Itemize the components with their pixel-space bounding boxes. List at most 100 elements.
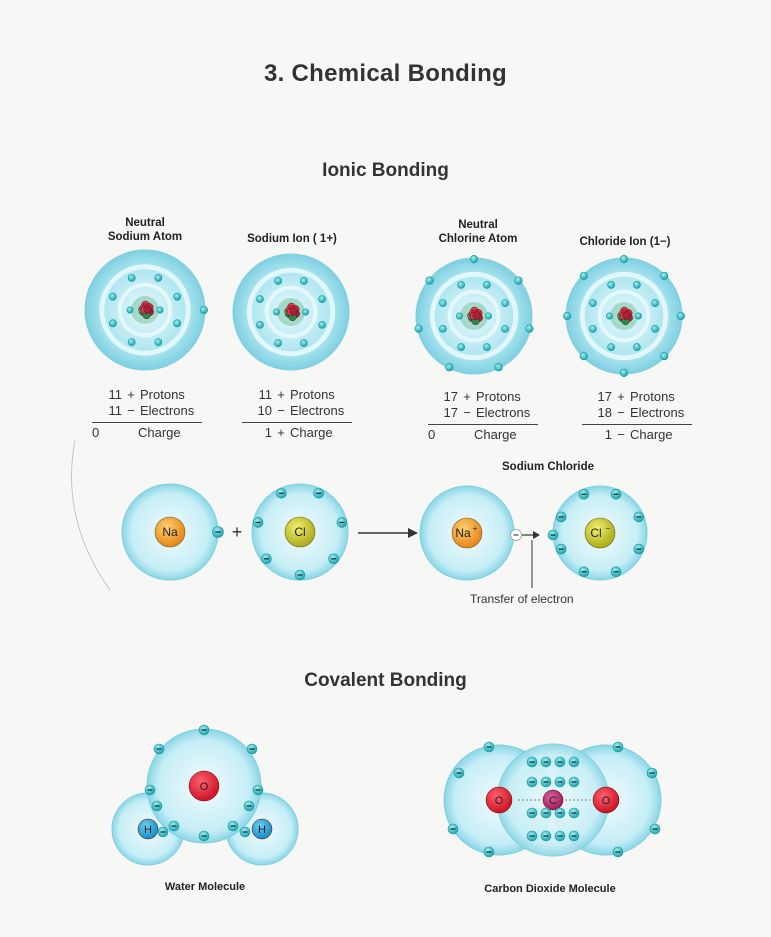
shell-ring bbox=[246, 267, 336, 357]
electron bbox=[272, 308, 280, 316]
ion-core bbox=[154, 516, 186, 548]
electron bbox=[619, 255, 629, 264]
stats-chloride-ion: 17+Protons 18−Electrons 1−Charge bbox=[582, 389, 692, 443]
electron bbox=[301, 308, 309, 316]
electron bbox=[173, 319, 182, 328]
electron bbox=[610, 488, 622, 500]
ion-charge: + bbox=[473, 524, 478, 533]
electron bbox=[318, 320, 326, 329]
electron bbox=[589, 324, 597, 333]
chlorine-atom-reaction: Cl bbox=[251, 483, 349, 581]
electron bbox=[153, 743, 165, 755]
atom-label-chloride-ion: Chloride Ion (1−) bbox=[579, 236, 671, 248]
electron bbox=[579, 352, 588, 361]
electron bbox=[555, 511, 567, 523]
electron bbox=[328, 553, 339, 565]
atom-model bbox=[232, 253, 350, 371]
electron bbox=[108, 319, 117, 328]
element-symbol: O bbox=[495, 795, 504, 807]
element-symbol: O bbox=[200, 781, 209, 793]
electron bbox=[540, 756, 552, 768]
electron bbox=[173, 292, 182, 301]
electron bbox=[154, 273, 163, 282]
shell-ring bbox=[429, 271, 519, 361]
electron bbox=[579, 271, 588, 280]
ion-core bbox=[584, 517, 616, 549]
nucleus bbox=[460, 302, 488, 330]
electron bbox=[578, 566, 590, 578]
plus-sign: + bbox=[232, 522, 243, 542]
electron bbox=[547, 529, 559, 541]
electron bbox=[607, 281, 616, 289]
margin-curve bbox=[71, 439, 111, 591]
element-symbol: Cl bbox=[590, 526, 601, 540]
electron bbox=[439, 324, 447, 333]
water-molecule-caption: Water Molecule bbox=[164, 881, 246, 893]
ion-charge: − bbox=[606, 524, 611, 533]
electron bbox=[568, 756, 580, 768]
electron bbox=[274, 277, 283, 285]
electron bbox=[612, 741, 624, 753]
electron bbox=[607, 343, 616, 351]
carbon-atom: C bbox=[542, 789, 564, 811]
element-symbol: O bbox=[602, 795, 611, 807]
stats-sodium-ion: 11+Protons 10−Electrons 1+Charge bbox=[242, 387, 352, 441]
electron bbox=[318, 295, 326, 304]
element-symbol: Na bbox=[162, 525, 178, 539]
covalent-bonding-heading: Covalent Bonding bbox=[304, 670, 467, 691]
electron bbox=[633, 543, 645, 555]
electron bbox=[484, 312, 492, 320]
oxygen-atom-left: O bbox=[485, 786, 513, 814]
electron bbox=[151, 800, 163, 812]
nucleus bbox=[131, 296, 159, 324]
electron bbox=[554, 776, 566, 788]
electron bbox=[299, 339, 308, 347]
electron bbox=[439, 299, 447, 308]
electron bbox=[168, 820, 180, 832]
electron bbox=[252, 784, 264, 796]
electron bbox=[605, 312, 613, 320]
electron bbox=[156, 306, 164, 314]
sodium-ion-reaction: Na+ bbox=[419, 485, 515, 581]
hydrogen-atom-right: H bbox=[251, 818, 273, 840]
reaction-arrowhead bbox=[408, 528, 418, 538]
electron bbox=[256, 295, 264, 304]
element-symbol: Cl bbox=[294, 525, 305, 539]
shell-ring bbox=[99, 264, 191, 356]
electron bbox=[453, 767, 465, 779]
sodium-atom-reaction: Na bbox=[121, 483, 219, 581]
electron bbox=[525, 324, 534, 333]
electron bbox=[108, 292, 117, 301]
transfer-arrowhead bbox=[533, 531, 540, 539]
covalent-layer: O H H O C O bbox=[111, 724, 662, 866]
electron bbox=[494, 363, 503, 372]
electron bbox=[612, 846, 624, 858]
atom-model bbox=[563, 255, 685, 377]
electron bbox=[660, 271, 669, 280]
electron bbox=[198, 724, 210, 736]
electron bbox=[554, 756, 566, 768]
electron bbox=[457, 281, 466, 289]
electron bbox=[578, 488, 590, 500]
electron bbox=[676, 311, 685, 321]
electron bbox=[634, 312, 642, 320]
electron bbox=[127, 273, 136, 282]
electron bbox=[540, 807, 552, 819]
electron bbox=[501, 324, 509, 333]
hydrogen-atom-left: H bbox=[137, 818, 159, 840]
electron bbox=[554, 807, 566, 819]
electron bbox=[563, 311, 572, 321]
electron bbox=[568, 830, 580, 842]
ionic-bonding-heading: Ionic Bonding bbox=[322, 160, 449, 181]
shell-ring bbox=[597, 289, 651, 343]
element-symbol: C bbox=[549, 795, 557, 807]
atom-model bbox=[414, 255, 534, 375]
electron bbox=[276, 487, 287, 499]
electron bbox=[619, 368, 629, 377]
transfer-electron-label: Transfer of electron bbox=[470, 592, 574, 606]
electron bbox=[157, 826, 169, 838]
electron bbox=[256, 320, 264, 329]
